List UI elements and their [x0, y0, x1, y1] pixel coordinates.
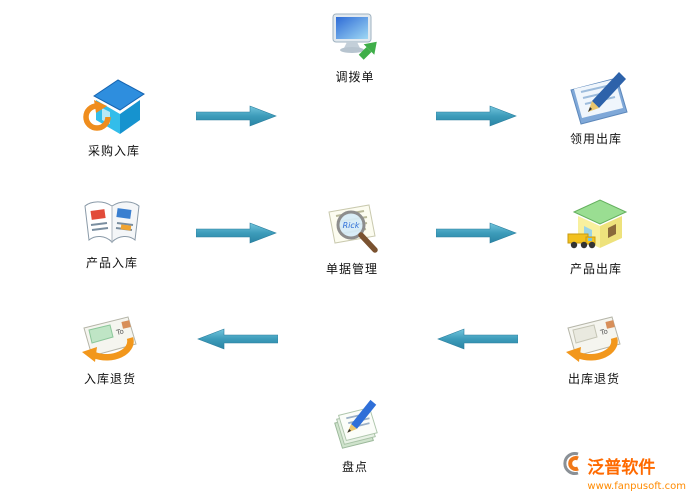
inbound-return-icon: To	[78, 312, 142, 366]
document-management-icon: Rick	[321, 200, 383, 256]
node-transfer-order[interactable]: 调拨单	[328, 12, 382, 85]
node-label: 产品入库	[85, 256, 138, 270]
brand-name: 泛普软件	[587, 458, 656, 478]
node-label: 调拨单	[335, 70, 375, 84]
node-label: 出库退货	[567, 372, 620, 386]
node-label: 采购入库	[87, 144, 140, 158]
node-stocktake[interactable]: 盘点	[327, 398, 383, 475]
purchase-inbound-icon	[82, 74, 146, 138]
product-inbound-icon	[81, 198, 143, 250]
transfer-order-icon	[328, 12, 382, 64]
node-label: 入库退货	[83, 372, 136, 386]
requisition-outbound-icon	[563, 70, 629, 126]
node-label: 单据管理	[325, 262, 378, 276]
product-outbound-icon	[564, 196, 628, 256]
node-label: 产品出库	[569, 262, 622, 276]
node-product-inbound[interactable]: 产品入库	[81, 198, 143, 271]
node-purchase-inbound[interactable]: 采购入库	[82, 74, 146, 159]
card-to-text: To	[599, 327, 609, 337]
node-requisition-outbound[interactable]: 领用出库	[563, 70, 629, 147]
outbound-return-icon: To	[562, 312, 626, 366]
node-product-outbound[interactable]: 产品出库	[564, 196, 628, 277]
arrow-productin-to-docmanage	[196, 220, 278, 246]
card-to-text: To	[115, 327, 125, 337]
arrow-purchase-to-transfer	[196, 103, 278, 129]
arrow-docmanage-to-productout	[436, 220, 518, 246]
fanpu-logo-icon	[562, 451, 583, 480]
watermark[interactable]: 泛普软件 www.fanpusoft.com	[562, 451, 686, 492]
node-label: 盘点	[341, 460, 368, 474]
node-outbound-return[interactable]: To 出库退货	[562, 312, 626, 387]
arrow-transfer-to-requisition	[436, 103, 518, 129]
brand-url: www.fanpusoft.com	[587, 481, 686, 492]
arrow-from-outbound-return	[436, 326, 518, 352]
node-label: 领用出库	[569, 132, 622, 146]
magnifier-text: Rick	[343, 221, 360, 230]
node-document-management[interactable]: Rick 单据管理	[321, 200, 383, 277]
stocktake-icon	[327, 398, 383, 454]
node-inbound-return[interactable]: To 入库退货	[78, 312, 142, 387]
arrow-to-inbound-return	[196, 326, 278, 352]
